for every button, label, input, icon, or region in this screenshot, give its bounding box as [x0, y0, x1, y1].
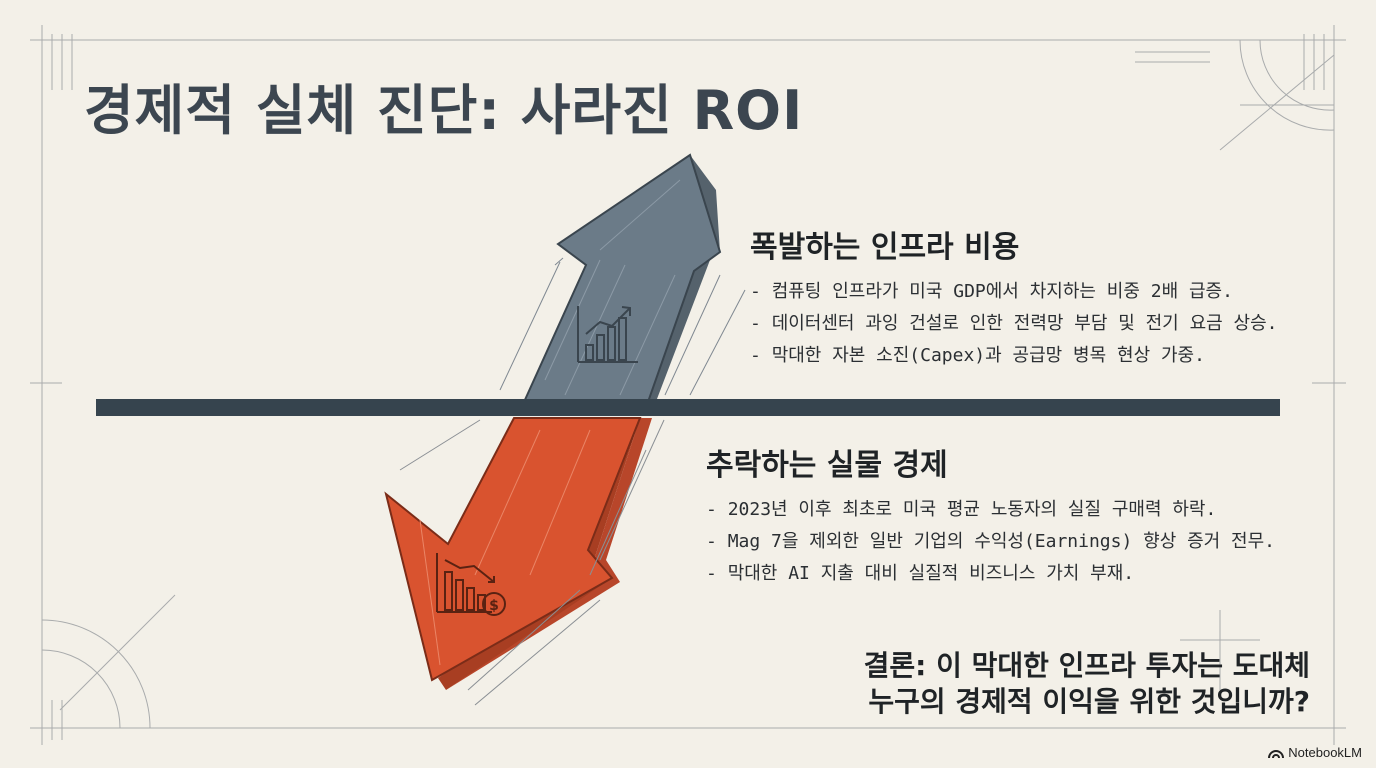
- list-item: 막대한 자본 소진(Capex)과 공급망 병목 현상 가중.: [750, 340, 1278, 372]
- list-item: 데이터센터 과잉 건설로 인한 전력망 부담 및 전기 요금 상승.: [750, 308, 1278, 340]
- blueprint-frame: [30, 25, 1346, 745]
- down-section: 추락하는 실물 경제 2023년 이후 최초로 미국 평균 노동자의 실질 구매…: [706, 440, 1275, 590]
- up-section-list: 컴퓨팅 인프라가 미국 GDP에서 차지하는 비중 2배 급증. 데이터센터 과…: [750, 276, 1278, 372]
- decline-chart-dollar-icon: $: [436, 553, 506, 616]
- list-item: 막대한 AI 지출 대비 실질적 비즈니스 가치 부재.: [706, 558, 1275, 590]
- list-item: 2023년 이후 최초로 미국 평균 노동자의 실질 구매력 하락.: [706, 494, 1275, 526]
- growth-chart-icon: [577, 306, 638, 363]
- list-item: 컴퓨팅 인프라가 미국 GDP에서 차지하는 비중 2배 급증.: [750, 276, 1278, 308]
- conclusion: 결론: 이 막대한 인프라 투자는 도대체 누구의 경제적 이익을 위한 것입니…: [864, 648, 1310, 720]
- divider-bar: [96, 399, 1280, 416]
- down-section-list: 2023년 이후 최초로 미국 평균 노동자의 실질 구매력 하락. Mag 7…: [706, 494, 1275, 590]
- conclusion-line-2: 누구의 경제적 이익을 위한 것입니까?: [868, 685, 1310, 718]
- up-section: 폭발하는 인프라 비용 컴퓨팅 인프라가 미국 GDP에서 차지하는 비중 2배…: [750, 222, 1278, 372]
- down-arrow: [384, 417, 665, 706]
- page-title: 경제적 실체 진단: 사라진 ROI: [84, 79, 804, 142]
- list-item: Mag 7을 제외한 일반 기업의 수익성(Earnings) 향상 증거 전무…: [706, 526, 1275, 558]
- up-arrow: [499, 153, 746, 412]
- brand-watermark: NotebookLM: [1268, 745, 1362, 760]
- svg-text:$: $: [489, 598, 499, 614]
- brand-label: NotebookLM: [1288, 745, 1362, 760]
- conclusion-line-1: 결론: 이 막대한 인프라 투자는 도대체: [863, 649, 1310, 682]
- up-section-heading: 폭발하는 인프라 비용: [750, 230, 1020, 265]
- notebooklm-logo-icon: [1268, 749, 1285, 758]
- down-section-heading: 추락하는 실물 경제: [706, 448, 948, 483]
